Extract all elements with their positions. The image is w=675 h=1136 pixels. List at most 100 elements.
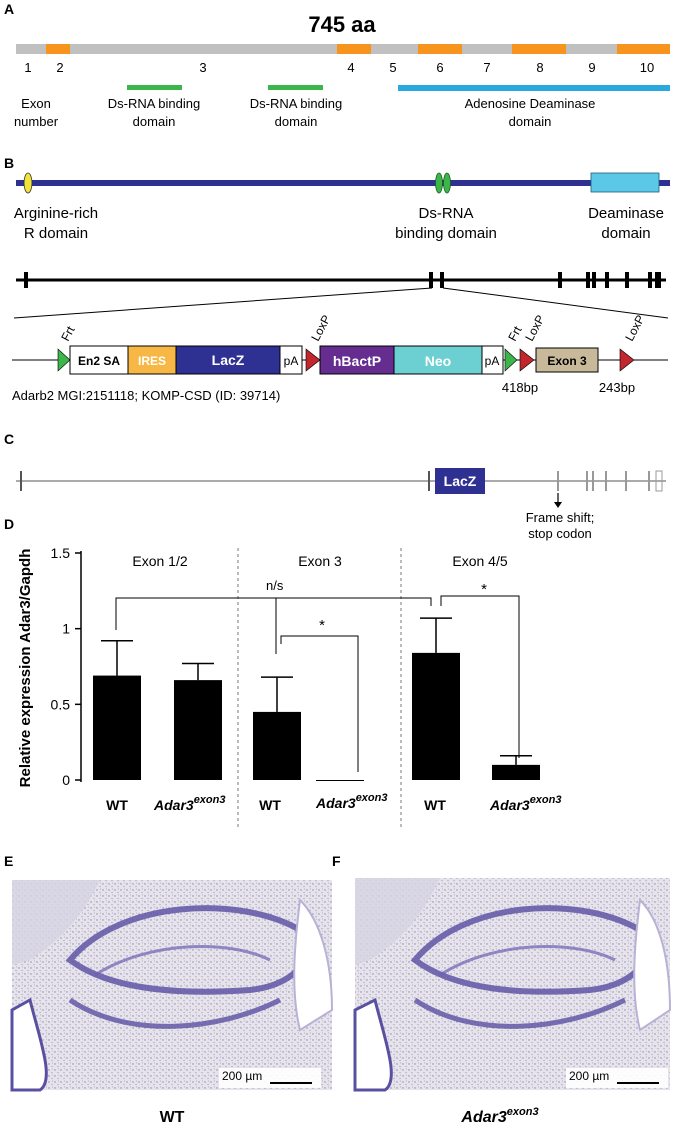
bar-6 bbox=[492, 764, 540, 780]
panel-c: LacZ Frame shift; stop codon bbox=[16, 468, 666, 541]
exon-3 bbox=[70, 44, 337, 54]
loxp-3-label: LoxP bbox=[622, 313, 647, 344]
exon-2 bbox=[46, 44, 70, 54]
panel-a: 745 aa 1 2 3 4 5 6 7 8 9 10 bbox=[14, 12, 670, 129]
exon-number-8: 8 bbox=[536, 60, 543, 75]
frame-shift-label-1: Frame shift; bbox=[526, 510, 595, 525]
exon-number-1: 1 bbox=[24, 60, 31, 75]
arginine-domain-marker bbox=[23, 172, 33, 194]
panel-f-image: 200 µm bbox=[353, 878, 672, 1092]
pa-2-box bbox=[481, 345, 504, 375]
frame-shift-arrow bbox=[554, 502, 562, 508]
exon3-label: Exon 3 bbox=[547, 354, 587, 368]
dsrbd-2-label-1: Ds-RNA binding bbox=[250, 96, 343, 111]
group-label-exon3: Exon 3 bbox=[298, 553, 342, 569]
loxp-1-label: LoxP bbox=[308, 313, 333, 344]
x-label-wt-1: WT bbox=[106, 797, 128, 813]
bar-4 bbox=[316, 780, 364, 781]
x-label-mut-2: Adar3exon3 bbox=[315, 792, 387, 811]
neo-label: Neo bbox=[425, 353, 451, 369]
y-tick-label: 0.5 bbox=[51, 696, 71, 712]
bp-418-label: 418bp bbox=[502, 380, 538, 395]
hbactp-box bbox=[319, 345, 395, 375]
exon-1 bbox=[16, 44, 46, 54]
exon-number-label-1: Exon bbox=[21, 96, 51, 111]
dsrbd-marker-1 bbox=[435, 172, 443, 194]
exon-number-label-2: number bbox=[14, 114, 59, 129]
group-label-exon45: Exon 4/5 bbox=[452, 553, 507, 569]
y-tick-label: 1 bbox=[62, 621, 70, 637]
star-2: * bbox=[481, 581, 487, 598]
dsrbd-2-label-2: domain bbox=[275, 114, 318, 129]
pa-1-box bbox=[279, 345, 303, 375]
exon-number-4: 4 bbox=[347, 60, 354, 75]
neo-box bbox=[393, 345, 483, 375]
deaminase-label-1: Adenosine Deaminase bbox=[465, 96, 596, 111]
bar-5 bbox=[412, 652, 460, 780]
exon-9 bbox=[566, 44, 617, 54]
panel-letter-e: E bbox=[4, 853, 13, 869]
lacz-c-box bbox=[435, 468, 485, 494]
loxp-2-label: LoxP bbox=[522, 313, 547, 344]
frame-shift-label-2: stop codon bbox=[528, 526, 592, 541]
en2sa-box bbox=[69, 345, 129, 375]
dsrbd-1-label-1: Ds-RNA binding bbox=[108, 96, 201, 111]
loxp-2-arrow bbox=[519, 348, 535, 372]
panel-letter-b: B bbox=[4, 155, 14, 171]
caption-e: WT bbox=[160, 1109, 185, 1126]
x-label-mut-3: Adar3exon3 bbox=[489, 794, 561, 813]
exon-number-7: 7 bbox=[483, 60, 490, 75]
dsrbd-2-bar bbox=[268, 85, 323, 90]
scale-label-e: 200 µm bbox=[222, 1069, 262, 1083]
exon-number-5: 5 bbox=[389, 60, 396, 75]
panel-letter-c: C bbox=[4, 431, 14, 447]
group-label-exon12: Exon 1/2 bbox=[132, 553, 187, 569]
frt-2-arrow bbox=[504, 348, 518, 372]
y-tick-label: 0 bbox=[62, 772, 70, 788]
ires-label: IRES bbox=[138, 354, 166, 368]
panel-letter-a: A bbox=[4, 1, 14, 17]
x-label-wt-3: WT bbox=[424, 797, 446, 813]
deaminase-label-2: domain bbox=[509, 114, 552, 129]
frt-2-label: Frt bbox=[505, 323, 525, 343]
deaminase-bar bbox=[398, 85, 670, 91]
bp-243-label: 243bp bbox=[599, 380, 635, 395]
genomic-locus bbox=[16, 272, 666, 288]
hbactp-label: hBactP bbox=[333, 353, 381, 369]
exon-4 bbox=[337, 44, 371, 54]
exon-5 bbox=[371, 44, 418, 54]
exon-number-10: 10 bbox=[640, 60, 654, 75]
bar-3 bbox=[253, 711, 301, 780]
pa-1-label: pA bbox=[284, 354, 299, 368]
x-label-mut-1: Adar3exon3 bbox=[153, 794, 225, 813]
exon-number-2: 2 bbox=[56, 60, 63, 75]
panel-b: Arginine-rich R domain Ds-RNA binding do… bbox=[12, 172, 670, 403]
bar-chart: Relative expression Adar3/Gapdh Exon 1/2… bbox=[17, 545, 561, 828]
bar-1 bbox=[93, 675, 141, 780]
y-tick-label: 1.5 bbox=[51, 545, 71, 561]
panel-letter-d: D bbox=[4, 516, 14, 532]
caption-f: Adar3exon3 bbox=[460, 1106, 538, 1126]
protein-length-title: 745 aa bbox=[308, 12, 376, 37]
deaminase-b-label-2: domain bbox=[601, 225, 650, 242]
dsrbd-1-bar bbox=[127, 85, 182, 90]
allele-note: Adarb2 MGI:2151118; KOMP-CSD (ID: 39714) bbox=[12, 388, 280, 403]
loxp-1-arrow bbox=[305, 348, 321, 372]
lacz-label: LacZ bbox=[212, 352, 245, 368]
dsrbd-b-label-2: binding domain bbox=[395, 225, 497, 242]
exon-number-6: 6 bbox=[436, 60, 443, 75]
exon3-box bbox=[535, 347, 599, 373]
arginine-label-2: R domain bbox=[24, 225, 88, 242]
y-axis-label: Relative expression Adar3/Gapdh bbox=[17, 549, 34, 788]
exon-7 bbox=[462, 44, 512, 54]
significance-brackets bbox=[115, 595, 520, 772]
bar-2 bbox=[174, 680, 222, 780]
panel-letter-f: F bbox=[332, 853, 341, 869]
lacz-box bbox=[175, 345, 281, 375]
deaminase-b-label-1: Deaminase bbox=[588, 205, 664, 222]
targeting-cassette: En2 SA IRES LacZ pA hBactP Neo pA Exon 3… bbox=[12, 313, 668, 403]
frt-1-arrow bbox=[57, 348, 71, 372]
exon-number-9: 9 bbox=[588, 60, 595, 75]
scale-label-f: 200 µm bbox=[569, 1069, 609, 1083]
